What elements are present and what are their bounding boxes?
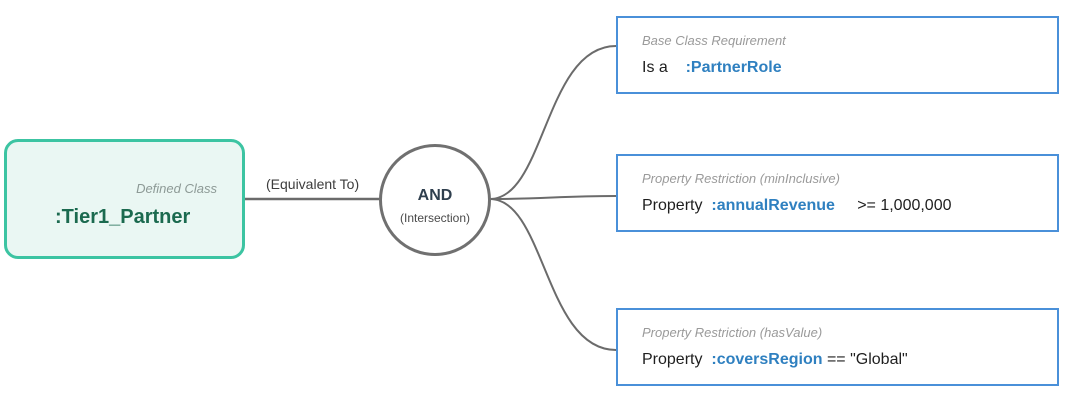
annual-revenue-restriction-box: Property Restriction (minInclusive) Prop…	[616, 154, 1059, 232]
restriction-prefix: Is a	[642, 59, 668, 76]
restriction-caption: Property Restriction (minInclusive)	[642, 171, 840, 186]
restriction-prefix: Property	[642, 351, 703, 368]
restriction-term: :annualRevenue	[711, 197, 835, 214]
restriction-prefix: Property	[642, 197, 703, 214]
restriction-caption: Property Restriction (hasValue)	[642, 325, 823, 340]
defined-class-name: :Tier1_Partner	[55, 206, 191, 228]
restriction-statement: Is a :PartnerRole	[642, 59, 782, 77]
restriction-statement: Property :annualRevenue >= 1,000,000	[642, 197, 952, 215]
covers-region-restriction-box: Property Restriction (hasValue) Property…	[616, 308, 1059, 386]
operator-label: AND	[417, 187, 453, 204]
branch-to-covers-region	[489, 198, 617, 351]
base-class-requirement-box: Base Class Requirement Is a :PartnerRole	[616, 16, 1059, 94]
defined-class-node: Defined Class :Tier1_Partner	[4, 139, 245, 259]
branch-to-base-class	[489, 45, 617, 200]
restriction-term: :PartnerRole	[685, 59, 782, 76]
defined-class-caption: Defined Class	[136, 181, 217, 196]
restriction-statement: Property :coversRegion == "Global"	[642, 351, 908, 369]
operator-sublabel: (Intersection)	[399, 211, 471, 225]
restriction-caption: Base Class Requirement	[642, 33, 786, 48]
restriction-suffix: == "Global"	[826, 351, 908, 368]
equivalent-to-label: (Equivalent To)	[266, 176, 360, 192]
restriction-term: :coversRegion	[711, 351, 823, 368]
restriction-suffix: >= 1,000,000	[857, 197, 952, 214]
intersection-operator-node: AND (Intersection)	[379, 144, 491, 256]
branch-to-annual-revenue	[489, 195, 617, 200]
